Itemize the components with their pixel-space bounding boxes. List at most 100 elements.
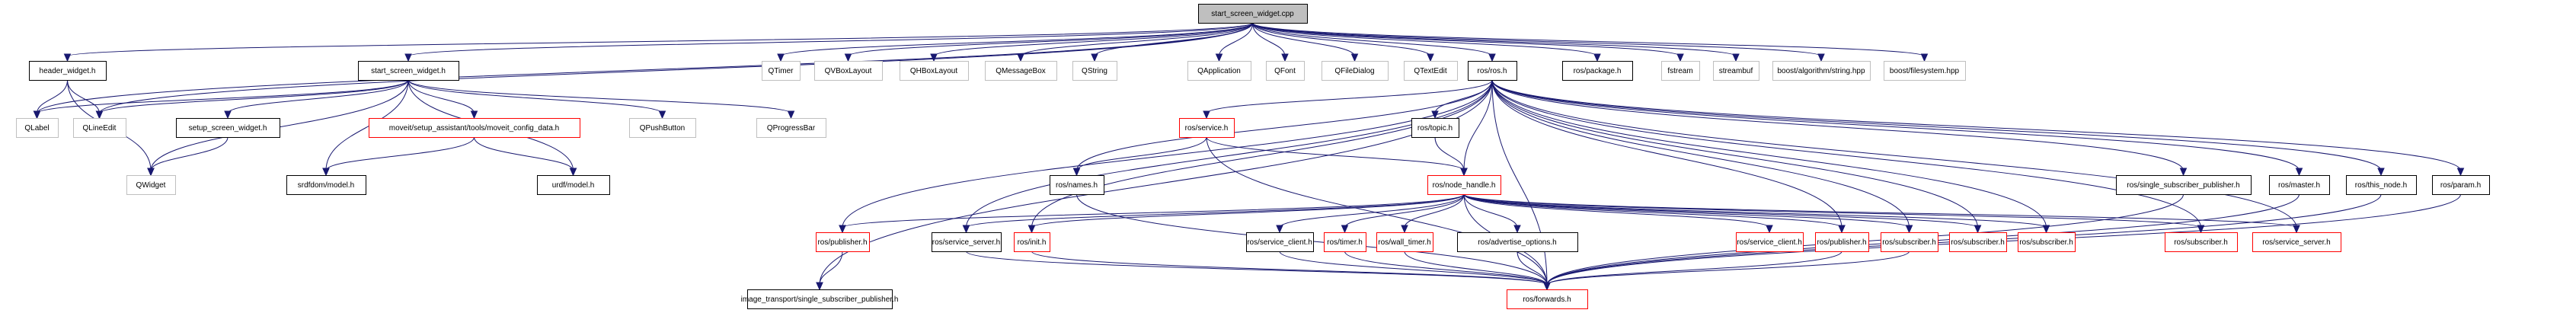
edge-ros_subscriber_a-to-ros_forwards (1543, 251, 1910, 291)
node-box (286, 175, 366, 195)
edge-ros_node_handle-to-ros_service_client_b (1463, 193, 1773, 234)
edge-start_screen_widget_h-to-setup_screen_widget (224, 79, 409, 120)
node-box (1198, 4, 1308, 24)
node-boost-string: boost/algorithm/string.hpp (1772, 61, 1871, 81)
edge-arrowhead (95, 110, 104, 120)
node-box (2432, 175, 2490, 195)
edge-arrowhead (1401, 225, 1408, 234)
node-box (2116, 175, 2252, 195)
node-ros-package[interactable]: ros/package.h (1562, 61, 1633, 81)
edge-root-to-ros_ros (1252, 22, 1496, 62)
node-ros-master[interactable]: ros/master.h (2269, 175, 2330, 195)
node-box (932, 232, 1002, 252)
node-box (369, 118, 580, 138)
node-ros-ros[interactable]: ros/ros.h (1468, 61, 1517, 81)
node-ros-this-node[interactable]: ros/this_node.h (2346, 175, 2417, 195)
node-image-transport-ssp[interactable]: image_transport/single_subscriber_publis… (741, 289, 899, 309)
node-ros-ssp[interactable]: ros/single_subscriber_publisher.h (2116, 175, 2252, 195)
edge-ros_ros-to-image_transport_ssp (816, 79, 1493, 291)
node-ros-names[interactable]: ros/names.h (1050, 175, 1104, 195)
node-ros-service[interactable]: ros/service.h (1179, 118, 1235, 138)
edge-ros_ros-to-ros_master (1491, 79, 2303, 177)
edge-arrowhead (1766, 225, 1773, 234)
node-label: ros/param.h (2440, 181, 2481, 190)
edge-arrowhead (1920, 53, 1929, 62)
node-ros-param[interactable]: ros/param.h (2432, 175, 2490, 195)
node-ros-subscriber-a[interactable]: ros/subscriber.h (1881, 232, 1938, 252)
edge-arrowhead (2293, 225, 2300, 234)
node-label: QFont (1274, 67, 1296, 75)
node-boost-fs: boost/filesystem.hpp (1884, 61, 1966, 81)
nodes-layer: start_screen_widget.cpp header_widget.h st… (16, 4, 2490, 309)
edge-ros_node_handle-to-ros_service_server_a (962, 193, 1465, 234)
node-ros-topic[interactable]: ros/topic.h (1411, 118, 1459, 138)
edge-arrowhead (569, 168, 577, 177)
edge-ros_ros-to-ros_this_node (1491, 79, 2385, 177)
node-srdfdom[interactable]: srdfdom/model.h (286, 175, 366, 195)
node-ros-timer[interactable]: ros/timer.h (1324, 232, 1366, 252)
node-box (1884, 61, 1966, 81)
node-header-widget[interactable]: header_widget.h (29, 61, 107, 81)
node-label: QWidget (136, 181, 166, 190)
edge-arrowhead (658, 110, 666, 120)
node-ros-service-client-b[interactable]: ros/service_client.h (1736, 232, 1804, 252)
edge-start_screen_widget_h-to-moveit_config (407, 79, 478, 120)
node-start-screen-widget-h[interactable]: start_screen_widget.h (358, 61, 459, 81)
node-ros-adv-opts[interactable]: ros/advertise_options.h (1457, 232, 1578, 252)
edge-arrowhead (1091, 53, 1098, 62)
node-box (756, 118, 826, 138)
node-ros-publisher-a[interactable]: ros/publisher.h (816, 232, 870, 252)
edge-start_screen_widget_h-to-QLabel (33, 79, 409, 120)
edge-arrowhead (1838, 225, 1846, 234)
edge-arrowhead (930, 53, 938, 62)
node-ros-subscriber-b[interactable]: ros/subscriber.h (1949, 232, 2007, 252)
node-ros-subscriber-c[interactable]: ros/subscriber.h (2018, 232, 2076, 252)
node-box (1411, 118, 1459, 138)
edge-arrowhead (63, 53, 72, 62)
node-label: ros/timer.h (1327, 238, 1363, 247)
node-label: ros/subscriber.h (1951, 238, 2005, 247)
edge-arrowhead (1732, 53, 1740, 62)
node-ros-publisher-b[interactable]: ros/publisher.h (1815, 232, 1869, 252)
node-moveit-config[interactable]: moveit/setup_assistant/tools/moveit_conf… (369, 118, 580, 138)
node-ros-subscriber-d[interactable]: ros/subscriber.h (2165, 232, 2238, 252)
node-root[interactable]: start_screen_widget.cpp (1198, 4, 1308, 24)
node-box (1376, 232, 1433, 252)
node-ros-forwards[interactable]: ros/forwards.h (1507, 289, 1588, 309)
edge-arrowhead (844, 53, 852, 62)
edge-root-to-QMessageBox (1017, 22, 1253, 62)
node-label: fstream (1667, 67, 1692, 75)
node-label: ros/this_node.h (2355, 181, 2407, 190)
node-box (814, 61, 883, 81)
node-ros-init[interactable]: ros/init.h (1014, 232, 1050, 252)
node-ros-service-client-a[interactable]: ros/service_client.h (1246, 232, 1314, 252)
edge-root-to-QTimer (777, 22, 1253, 62)
node-label: QTimer (769, 67, 794, 75)
node-label: ros/package.h (1574, 67, 1622, 75)
node-ros-service-server-b[interactable]: ros/service_server.h (2252, 232, 2341, 252)
node-label: ros/subscriber.h (2019, 238, 2073, 247)
node-box (73, 118, 126, 138)
node-streambuf: streambuf (1713, 61, 1759, 81)
edges-layer (33, 22, 2465, 291)
node-label: QVBoxLayout (825, 67, 872, 75)
edge-ros_publisher_a-to-image_transport_ssp (816, 251, 843, 291)
node-urdf[interactable]: urdf/model.h (537, 175, 610, 195)
node-setup-screen-widget[interactable]: setup_screen_widget.h (176, 118, 280, 138)
node-ros-node-handle[interactable]: ros/node_handle.h (1427, 175, 1501, 195)
edge-arrowhead (1341, 225, 1349, 234)
edge-arrowhead (2042, 225, 2050, 234)
edge-ros_service-to-ros_names (1072, 136, 1207, 177)
node-box (985, 61, 1057, 81)
node-label: QLabel (24, 124, 49, 133)
node-ros-wall-timer[interactable]: ros/wall_timer.h (1376, 232, 1433, 252)
edge-root-to-QApplication (1215, 22, 1253, 62)
edge-arrowhead (839, 225, 846, 234)
node-box (1468, 61, 1517, 81)
edge-ros_service-to-ros_forwards (1206, 136, 1551, 291)
node-label: ros/single_subscriber_publisher.h (2127, 181, 2239, 190)
edge-ros_node_handle-to-ros_subscriber_d (1463, 193, 2205, 234)
node-ros-service-server-a[interactable]: ros/service_server.h (932, 232, 1002, 252)
node-box (1322, 61, 1389, 81)
